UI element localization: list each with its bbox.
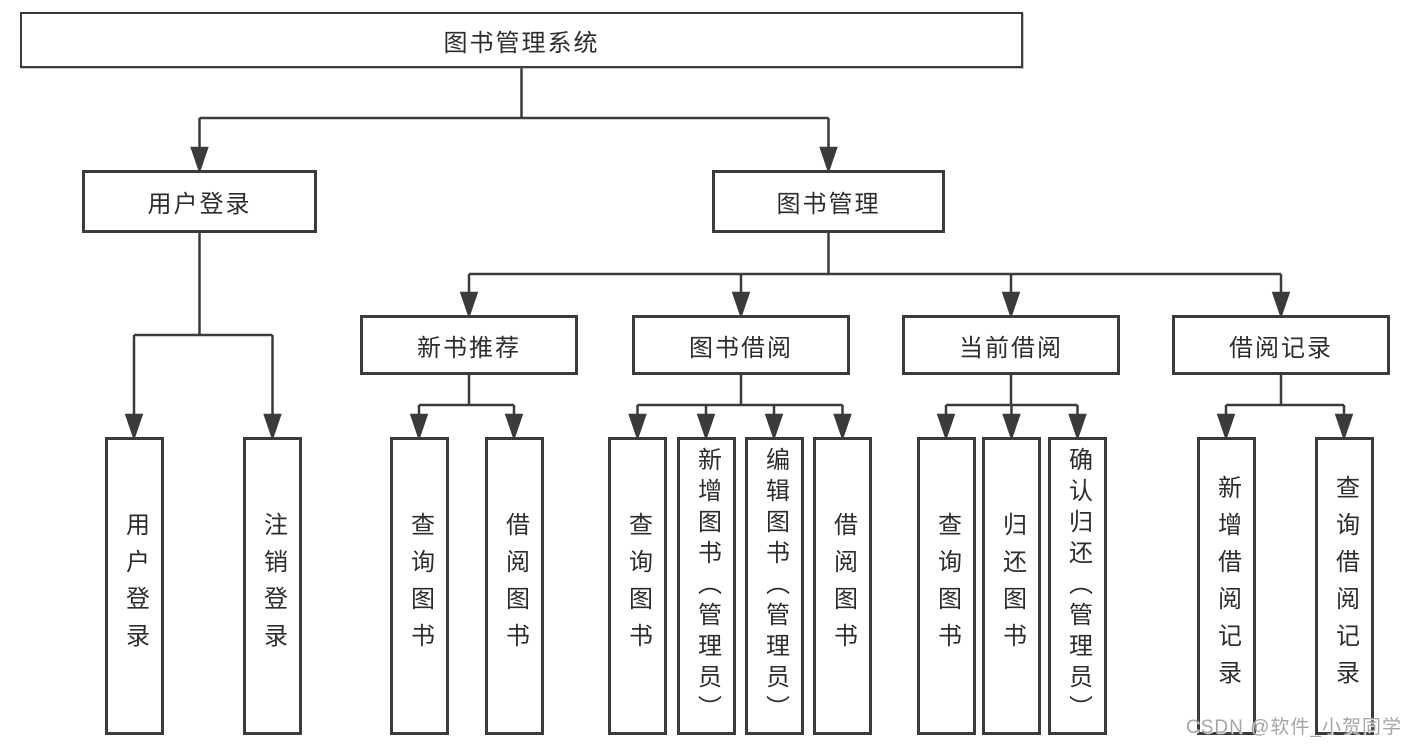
leaf-borrow-query-book-label: 查询图书 — [624, 512, 652, 660]
leaf-add-borrow-record: 新增借阅记录 — [1197, 437, 1256, 735]
leaf-query-borrow-record-label: 查询借阅记录 — [1331, 475, 1359, 697]
node-book-borrow-label: 图书借阅 — [689, 334, 793, 362]
node-user-login-label: 用户登录 — [147, 191, 252, 218]
leaf-user-login: 用户登录 — [105, 437, 164, 735]
leaf-user-login-label: 用户登录 — [121, 512, 149, 660]
node-new-book-recommend-label: 新书推荐 — [417, 334, 521, 362]
leaf-edit-book-admin: 编辑图书（管理员） — [745, 437, 804, 735]
leaf-return-book: 归还图书 — [982, 437, 1041, 735]
leaf-add-book-admin: 新增图书（管理员） — [677, 437, 736, 735]
leaf-return-book-label: 归还图书 — [998, 512, 1026, 660]
node-borrow-records-label: 借阅记录 — [1229, 334, 1333, 362]
node-current-borrow: 当前借阅 — [902, 315, 1120, 375]
leaf-query-borrow-record: 查询借阅记录 — [1315, 437, 1374, 735]
leaf-logout: 注销登录 — [243, 437, 302, 735]
leaf-add-book-admin-label: 新增图书（管理员） — [693, 446, 721, 726]
leaf-confirm-return-admin-label: 确认归还（管理员） — [1064, 446, 1092, 726]
node-book-management: 图书管理 — [712, 170, 945, 233]
leaf-borrow-book-label: 借阅图书 — [829, 512, 857, 660]
leaf-recommend-borrow-book: 借阅图书 — [485, 437, 544, 735]
leaf-recommend-query-book-label: 查询图书 — [406, 512, 434, 660]
leaf-add-borrow-record-label: 新增借阅记录 — [1213, 475, 1241, 697]
node-root: 图书管理系统 — [20, 12, 1023, 68]
leaf-recommend-query-book: 查询图书 — [390, 437, 449, 735]
node-user-login: 用户登录 — [82, 170, 317, 233]
watermark: CSDN @软件_小贺同学 — [1186, 717, 1402, 738]
leaf-recommend-borrow-book-label: 借阅图书 — [501, 512, 529, 660]
leaf-borrow-query-book: 查询图书 — [608, 437, 667, 735]
node-root-label: 图书管理系统 — [443, 29, 600, 57]
leaf-current-query-book-label: 查询图书 — [933, 512, 961, 660]
node-book-borrow: 图书借阅 — [632, 315, 850, 375]
node-borrow-records: 借阅记录 — [1172, 315, 1390, 375]
leaf-edit-book-admin-label: 编辑图书（管理员） — [761, 446, 789, 726]
node-new-book-recommend: 新书推荐 — [360, 315, 578, 375]
node-book-management-label: 图书管理 — [776, 191, 881, 218]
leaf-logout-label: 注销登录 — [259, 512, 287, 660]
leaf-confirm-return-admin: 确认归还（管理员） — [1048, 437, 1107, 735]
node-current-borrow-label: 当前借阅 — [959, 334, 1063, 362]
leaf-current-query-book: 查询图书 — [917, 437, 976, 735]
leaf-borrow-book: 借阅图书 — [813, 437, 872, 735]
